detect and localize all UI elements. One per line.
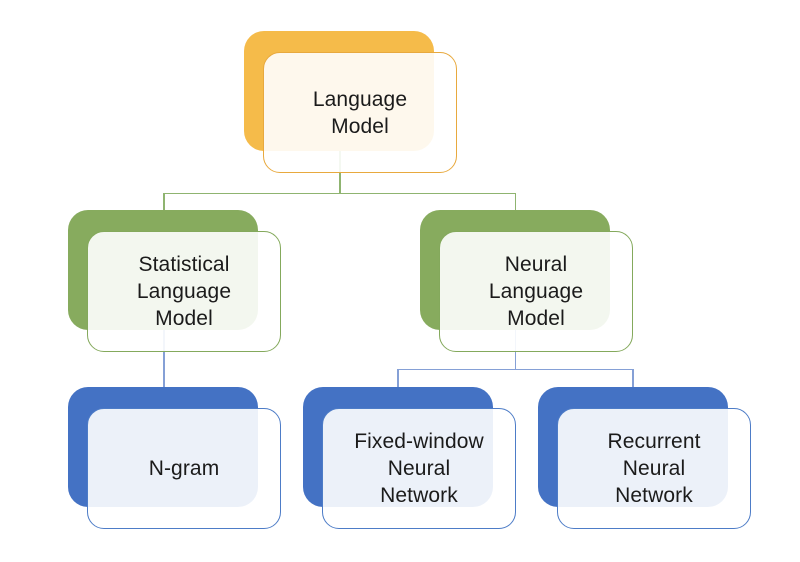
node-label-n-gram: N-gram bbox=[148, 457, 220, 480]
connector-drop-neural bbox=[514, 192, 516, 211]
node-n-gram: N-gram bbox=[68, 387, 282, 530]
connector-drop-fixed-window bbox=[397, 368, 399, 388]
connector-root-crossbar bbox=[163, 192, 516, 194]
card-face-n-gram: N-gram bbox=[87, 408, 281, 529]
connector-drop-statistical bbox=[163, 192, 165, 211]
connector-neural-crossbar bbox=[397, 368, 633, 370]
connector-statistical-to-ngram bbox=[163, 330, 165, 387]
connector-drop-recurrent bbox=[632, 368, 634, 388]
